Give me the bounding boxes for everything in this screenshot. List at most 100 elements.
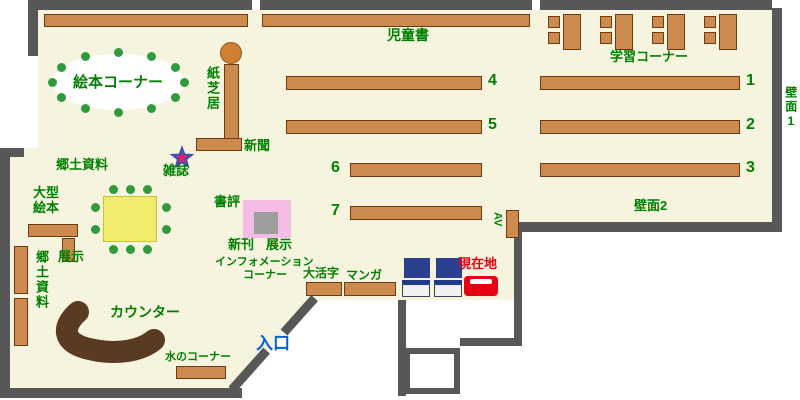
study-chair xyxy=(704,16,716,28)
shelf-number-1: 1 xyxy=(746,72,755,89)
label-display-left: 展示 xyxy=(58,249,85,264)
label-kamishibai: 紙芝居 xyxy=(204,66,220,111)
label-children-books: 児童書 xyxy=(387,27,429,43)
counter-desk xyxy=(55,301,165,363)
reading-seat-dot xyxy=(147,104,156,113)
story-seat-dot xyxy=(91,225,100,234)
picturebook-corner-rug xyxy=(52,54,184,110)
label-large-print: 大活字 xyxy=(303,266,340,280)
local-materials-shelf-b xyxy=(14,298,28,346)
study-desk xyxy=(719,14,737,50)
entrance-vestibule xyxy=(404,348,460,394)
shelf-number-7: 7 xyxy=(331,202,340,219)
wall xyxy=(540,0,772,10)
story-seat-dot xyxy=(162,203,171,212)
reading-seat-dot xyxy=(114,48,123,57)
shelf-number-6: 6 xyxy=(331,159,340,176)
newspaper-rack xyxy=(196,138,242,151)
label-picturebook-corner: 絵本コーナー xyxy=(72,74,163,91)
wall xyxy=(0,148,10,398)
wall xyxy=(30,0,252,10)
study-chair xyxy=(652,32,664,44)
shelf-number-4: 4 xyxy=(488,72,497,89)
story-seat-dot xyxy=(126,185,135,194)
reading-seat-dot xyxy=(180,78,189,87)
shelf-number-5: 5 xyxy=(488,116,497,133)
terminal-mat xyxy=(436,258,462,278)
shelf-number-3: 3 xyxy=(746,159,755,176)
current-location-marker-slot xyxy=(470,279,492,284)
story-seat-dot xyxy=(143,245,152,254)
wall-face-1 xyxy=(772,8,782,224)
reading-seat-dot xyxy=(57,63,66,72)
wall xyxy=(260,0,532,10)
label-newspaper: 新聞 xyxy=(244,138,271,153)
label-information-line1: インフォメーション xyxy=(215,256,314,268)
label-local-materials-left: 郷土資料 xyxy=(33,250,49,310)
display-stand xyxy=(254,212,278,234)
story-seat-dot xyxy=(109,245,118,254)
current-location-marker xyxy=(464,276,498,296)
study-chair xyxy=(704,32,716,44)
floor-main xyxy=(38,10,772,222)
storytime-table xyxy=(103,196,157,242)
wall-face-2 xyxy=(520,222,782,232)
story-seat-dot xyxy=(91,203,100,212)
label-counter: カウンター xyxy=(110,304,180,320)
label-entrance: 入口 xyxy=(256,334,290,353)
terminal-mat xyxy=(404,258,430,278)
bookshelf-row4 xyxy=(286,76,482,90)
magazine-star-icon xyxy=(169,145,195,169)
opac-terminal xyxy=(434,280,462,297)
bookshelf-row5 xyxy=(286,120,482,134)
display-shelf-left xyxy=(62,238,75,262)
study-chair xyxy=(600,32,612,44)
reading-seat-dot xyxy=(171,63,180,72)
reading-seat-dot xyxy=(81,52,90,61)
bookshelf-row3 xyxy=(540,163,740,177)
study-desk xyxy=(615,14,633,50)
reading-seat-dot xyxy=(171,93,180,102)
label-current-location: 現在地 xyxy=(458,256,498,271)
reading-seat-dot xyxy=(81,104,90,113)
label-large-picturebooks: 大型絵本 xyxy=(33,185,60,215)
storyteller-stool xyxy=(220,42,242,64)
bookshelf-row1 xyxy=(540,76,740,90)
reading-seat-dot xyxy=(114,108,123,117)
water-corner-shelf xyxy=(176,366,226,379)
bookshelf-top-left xyxy=(44,14,248,27)
shelf-number-2: 2 xyxy=(746,116,755,133)
av-shelf xyxy=(506,210,519,238)
bookshelf-row6 xyxy=(350,163,482,177)
study-chair xyxy=(600,16,612,28)
story-seat-dot xyxy=(109,185,118,194)
label-new-arrivals: 新刊 展示 xyxy=(228,237,292,253)
wall xyxy=(460,338,522,346)
reading-seat-dot xyxy=(57,93,66,102)
kamishibai-shelf xyxy=(224,64,239,148)
label-av: AV xyxy=(491,212,504,227)
label-local-materials-upper: 郷土資料 xyxy=(56,157,109,172)
reading-seat-dot xyxy=(147,52,156,61)
label-wall-face-1: 壁面1 xyxy=(783,86,798,130)
bookshelf-children-top xyxy=(262,14,530,27)
study-chair xyxy=(652,16,664,28)
wall xyxy=(514,222,522,346)
label-water-corner: 水のコーナー xyxy=(165,351,231,363)
story-seat-dot xyxy=(126,245,135,254)
wall xyxy=(10,148,24,157)
study-chair xyxy=(548,32,560,44)
label-study-corner: 学習コーナー xyxy=(610,49,689,64)
study-chair xyxy=(548,16,560,28)
bookshelf-row7 xyxy=(350,206,482,220)
label-manga: マンガ xyxy=(346,268,383,282)
study-desk xyxy=(563,14,581,50)
bookshelf-row2 xyxy=(540,120,740,134)
opac-terminal xyxy=(402,280,430,297)
manga-shelf xyxy=(344,282,396,296)
wall xyxy=(398,300,406,396)
story-seat-dot xyxy=(143,185,152,194)
label-wall-face-2: 壁面2 xyxy=(634,198,668,213)
label-book-review: 書評 xyxy=(214,194,241,209)
